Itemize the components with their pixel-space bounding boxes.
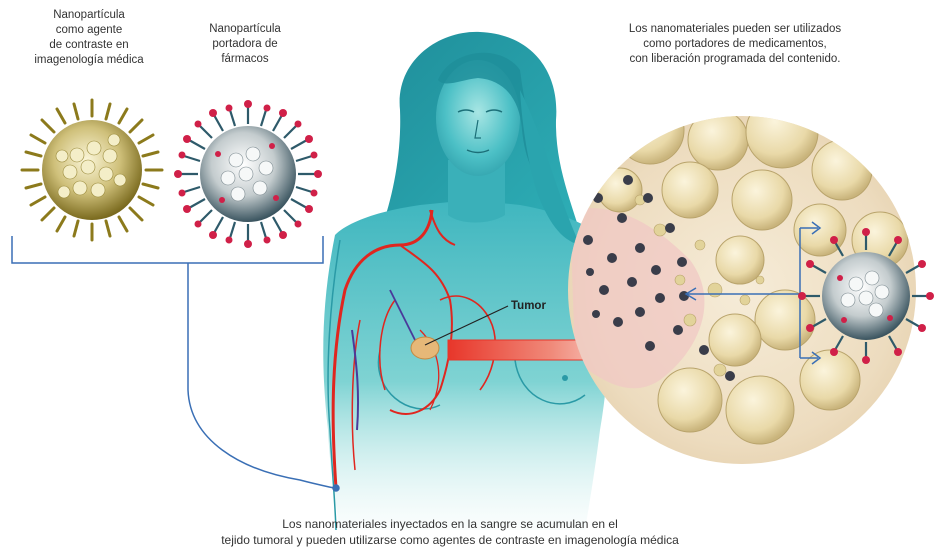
release-note-line-1: Los nanomateriales pueden ser utilizados xyxy=(560,22,910,37)
woman-silhouette-icon xyxy=(323,32,609,530)
contrast-label-line-2: como agente xyxy=(14,23,164,38)
caption-line-2: tejido tumoral y pueden utilizarse como … xyxy=(150,532,750,548)
release-note: Los nanomateriales pueden ser utilizados… xyxy=(560,22,910,67)
caption-line-1: Los nanomateriales inyectados en la sang… xyxy=(150,516,750,532)
carrier-label-line-1: Nanopartícula xyxy=(185,22,305,37)
contrast-nanoparticle-icon xyxy=(22,100,162,240)
release-note-line-3: con liberación programada del contenido. xyxy=(560,52,910,67)
caption: Los nanomateriales inyectados en la sang… xyxy=(150,516,750,548)
contrast-label-line-1: Nanopartícula xyxy=(14,8,164,23)
carrier-particle-label: Nanopartícula portadora de fármacos xyxy=(185,22,305,67)
carrier-label-line-2: portadora de xyxy=(185,37,305,52)
carrier-label-line-3: fármacos xyxy=(185,52,305,67)
carrier-nanoparticle-icon xyxy=(174,100,322,248)
tumor-label: Tumor xyxy=(511,300,546,312)
contrast-particle-label: Nanopartícula como agente de contraste e… xyxy=(14,8,164,68)
release-note-line-2: como portadores de medicamentos, xyxy=(560,37,910,52)
contrast-label-line-3: de contraste en xyxy=(14,38,164,53)
connector-bracket xyxy=(12,236,339,491)
contrast-label-line-4: imagenología médica xyxy=(14,53,164,68)
